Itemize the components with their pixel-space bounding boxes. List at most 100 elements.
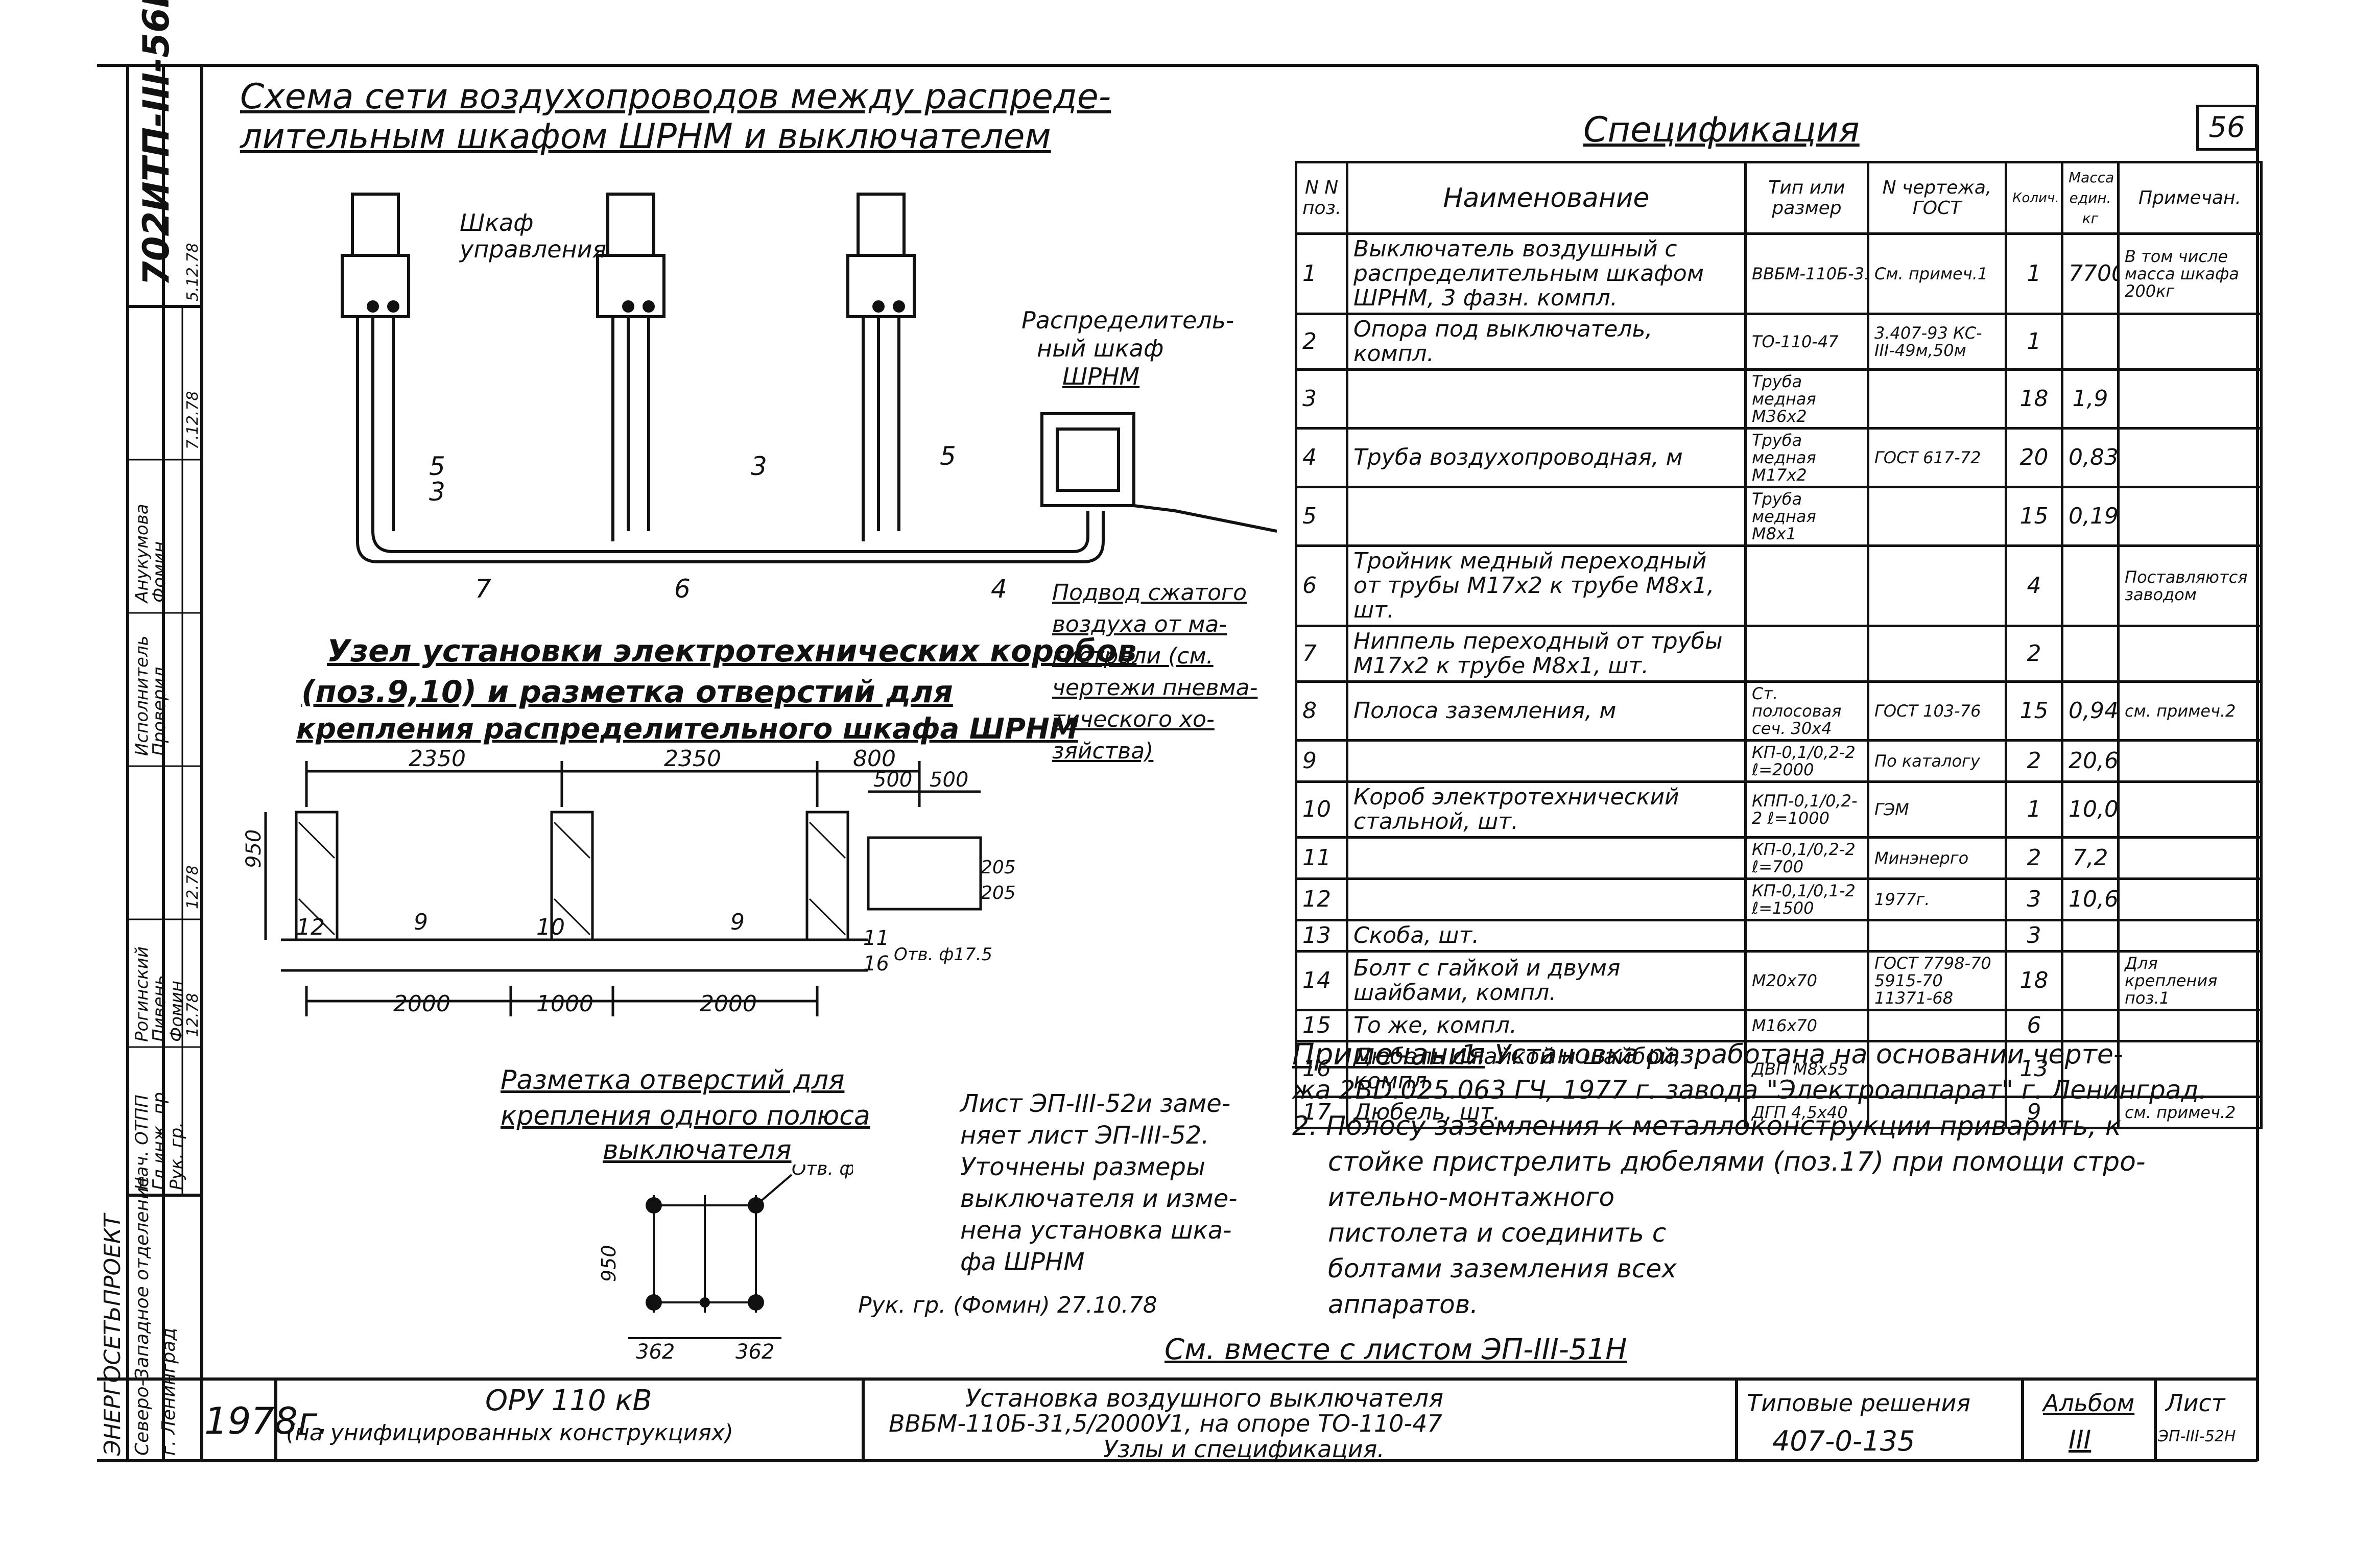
- node-pos-10: 10: [536, 914, 565, 940]
- spec-note: см. примеч.2: [2117, 1096, 2263, 1129]
- marking-title-3: выключателя: [603, 1135, 792, 1166]
- spec-header-qty: Колич.: [2005, 161, 2063, 235]
- spec-type: [1744, 919, 1869, 953]
- marking-dim-2: 362: [735, 1340, 774, 1364]
- spec-name: Тройник медный переходный от трубы М17x2…: [1346, 544, 1747, 627]
- spec-title: Спецификация: [1583, 110, 1860, 150]
- spec-name: Труба воздухопроводная, м: [1346, 427, 1747, 488]
- spec-mass: [2061, 1040, 2120, 1098]
- spec-type: Труба медная М36x2: [1744, 368, 1869, 430]
- scheme-title-2: лительным шкафом ШРНМ и выключателем: [240, 116, 1051, 157]
- spec-drawing: См. примеч.1: [1867, 232, 2007, 315]
- stamp-object-2: (на унифицированных конструкциях): [286, 1420, 733, 1446]
- spec-qty: 15: [2005, 486, 2063, 547]
- spec-note: [2117, 368, 2263, 430]
- spec-type: КПП-0,1/0,2-2 ℓ=1000: [1744, 780, 1869, 839]
- air-supply-note: Подвод сжатого воздуха от ма- гистрали (…: [1052, 580, 1258, 764]
- spec-pos: 10: [1295, 780, 1348, 839]
- spec-note: [2117, 836, 2263, 880]
- spec-mass: 10,05: [2061, 780, 2120, 839]
- node-title-2: (поз.9,10) и разметка отверстий для: [301, 674, 953, 710]
- spec-name: [1346, 877, 1747, 921]
- stamp-sheet-label: Лист: [2166, 1389, 2225, 1417]
- spec-type: КП-0,1/0,2-2 ℓ=700: [1744, 836, 1869, 880]
- spec-drawing: [1867, 1096, 2007, 1129]
- spec-drawing: [1867, 919, 2007, 953]
- spec-qty: 20: [2005, 427, 2063, 488]
- notes-heading: Примечания: [1292, 1037, 1485, 1072]
- spec-drawing: [1867, 625, 2007, 683]
- replace-note: Лист ЭП-III-52и заме- няет лист ЭП-III-5…: [960, 1089, 1238, 1276]
- spec-header-name: Наименование: [1346, 161, 1747, 235]
- spec-pos: 3: [1295, 368, 1348, 430]
- spec-drawing: [1867, 1009, 2007, 1042]
- note-line-1: 1. Установка разработана на основании че…: [1461, 1039, 2123, 1070]
- spec-header-drawing: N чертежа, ГОСТ: [1867, 161, 2007, 235]
- spec-mass: [2061, 544, 2120, 627]
- spec-note: см. примеч.2: [2117, 680, 2263, 742]
- marking-drawing: Отв. ф22 950 362 362: [598, 1165, 853, 1364]
- spec-type: М16x70: [1744, 1009, 1869, 1042]
- spec-pos: 8: [1295, 680, 1348, 742]
- spec-mass: [2061, 950, 2120, 1011]
- spec-pos: 1: [1295, 232, 1348, 315]
- node-pos-9a: 9: [414, 909, 428, 935]
- stamp-object-1: ОРУ 110 кВ: [485, 1384, 652, 1417]
- spec-mass: 0,19: [2061, 486, 2120, 547]
- spec-name: Выключатель воздушный с распределительны…: [1346, 232, 1747, 315]
- stamp-title-3: Узлы и спецификация.: [1103, 1435, 1385, 1463]
- spec-header-type: Тип или размер: [1744, 161, 1869, 235]
- spec-qty: 4: [2005, 544, 2063, 627]
- spec-note: [2117, 1009, 2263, 1042]
- stamp-typical-value: 407-0-135: [1772, 1425, 1915, 1457]
- spec-mass: 7,2: [2061, 836, 2120, 880]
- dim-top-1: 2350: [409, 746, 466, 772]
- pos-label-4: 4: [991, 574, 1007, 604]
- node-pos-16: 16: [863, 952, 889, 976]
- note-line-7: болтами заземления всех: [1328, 1254, 1677, 1284]
- marking-hole-note: Отв. ф22: [792, 1165, 853, 1179]
- spec-mass: 20,6: [2061, 739, 2120, 783]
- node-pos-9b: 9: [730, 909, 745, 935]
- see-also-note: См. вместе с листом ЭП-III-51Н: [1164, 1333, 1627, 1366]
- dim-side-1: 205: [981, 857, 1016, 878]
- spec-name: Полоса заземления, м: [1346, 680, 1747, 742]
- spec-type: ДВП М8x55: [1744, 1040, 1869, 1098]
- spec-pos: 13: [1295, 919, 1348, 953]
- spec-qty: 9: [2005, 1096, 2063, 1129]
- spec-name: Ниппель переходный от трубы М17x2 к труб…: [1346, 625, 1747, 683]
- dim-bottom-3: 2000: [700, 991, 757, 1017]
- marking-title-2: крепления одного полюса: [501, 1101, 870, 1131]
- spec-drawing: 3.407-93 КС-III-49м,50м: [1867, 313, 2007, 371]
- spec-name: [1346, 368, 1747, 430]
- spec-type: [1744, 544, 1869, 627]
- spec-drawing: ГОСТ 7798-70 5915-70 11371-68: [1867, 950, 2007, 1011]
- spec-pos: 6: [1295, 544, 1348, 627]
- pos-label-6: 6: [674, 574, 691, 604]
- spec-drawing: По каталогу: [1867, 739, 2007, 783]
- dim-top-3: 800: [853, 746, 896, 772]
- spec-type: М20x70: [1744, 950, 1869, 1011]
- spec-drawing: ГОСТ 103-76: [1867, 680, 2007, 742]
- note-line-5: ительно-монтажного: [1328, 1182, 1615, 1212]
- spec-name: Дюбель, шт.: [1346, 1096, 1747, 1129]
- spec-mass: 10,6: [2061, 877, 2120, 921]
- spec-mass: [2061, 919, 2120, 953]
- node-pos-11: 11: [863, 926, 889, 950]
- spec-pos: 14: [1295, 950, 1348, 1011]
- spec-note: [2117, 877, 2263, 921]
- spec-header-pos: N N поз.: [1295, 161, 1348, 235]
- spec-qty: 3: [2005, 919, 2063, 953]
